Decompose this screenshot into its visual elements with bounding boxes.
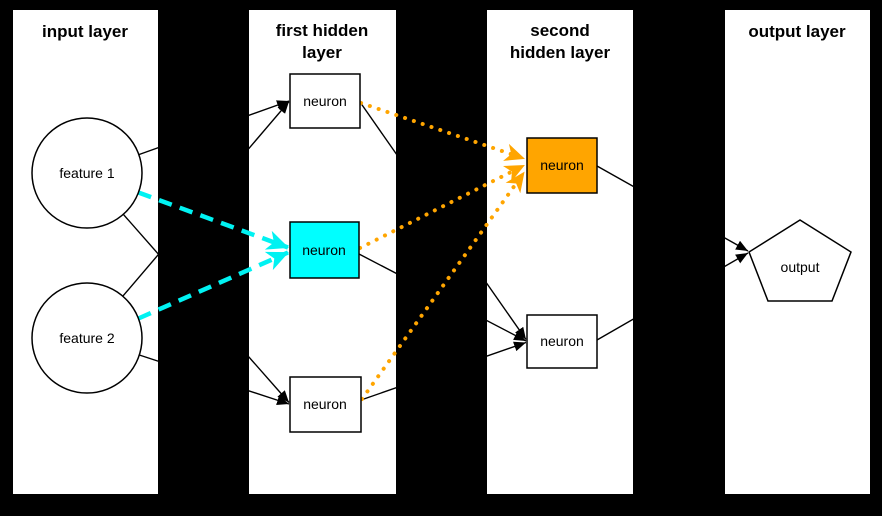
hidden1-top-neuron — [289, 73, 361, 129]
first-hidden-layer-title-line1: first hidden — [276, 21, 369, 40]
edge-hidden1middle-hidden2top-orange — [358, 163, 526, 250]
second-hidden-layer-panel — [487, 10, 633, 494]
edge-feature1-hidden1top — [138, 100, 290, 156]
feature-1-node — [31, 117, 143, 229]
edge-hidden1bottom-hidden2bottom — [360, 341, 527, 401]
second-hidden-layer-title-line2: hidden layer — [510, 43, 611, 62]
hidden1-middle-neuron-label: neuron — [302, 242, 346, 258]
hidden1-middle-neuron-highlighted — [289, 221, 360, 279]
hidden2-top-neuron-highlighted — [526, 137, 598, 194]
hidden2-top-neuron-label: neuron — [540, 157, 584, 173]
feature-1-label: feature 1 — [59, 165, 114, 181]
hidden1-bottom-neuron — [289, 376, 362, 433]
feature-2-label: feature 2 — [59, 330, 114, 346]
edge-hidden1middle-hidden2bottom — [358, 253, 527, 342]
hidden2-bottom-neuron — [526, 314, 598, 369]
edge-hidden1top-hidden2bottom — [359, 101, 527, 340]
first-hidden-layer-title-line2: layer — [302, 43, 342, 62]
edge-feature2-hidden1bottom — [139, 354, 290, 406]
edge-hidden1top-hidden2top-orange — [359, 101, 526, 161]
output-layer-title: output layer — [748, 22, 846, 41]
edge-feature2-hidden1middle-cyan — [137, 250, 289, 321]
edge-hidden1bottom-hidden2top-orange — [360, 170, 526, 401]
input-layer-title: input layer — [42, 22, 128, 41]
feature-2-node — [31, 282, 143, 394]
input-layer-panel — [13, 10, 158, 494]
edge-hidden2bottom-output — [596, 252, 749, 341]
edge-feature2-hidden1top — [122, 101, 290, 297]
second-hidden-layer-title-line1: second — [530, 21, 590, 40]
hidden1-top-neuron-label: neuron — [303, 93, 347, 109]
edge-feature1-hidden1middle-cyan — [137, 190, 289, 250]
edge-feature1-hidden1bottom — [122, 213, 290, 403]
output-node — [748, 219, 852, 302]
edge-hidden2top-output — [596, 165, 749, 252]
output-node-label: output — [781, 259, 820, 275]
hidden1-bottom-neuron-label: neuron — [303, 396, 347, 412]
hidden2-bottom-neuron-label: neuron — [540, 333, 584, 349]
